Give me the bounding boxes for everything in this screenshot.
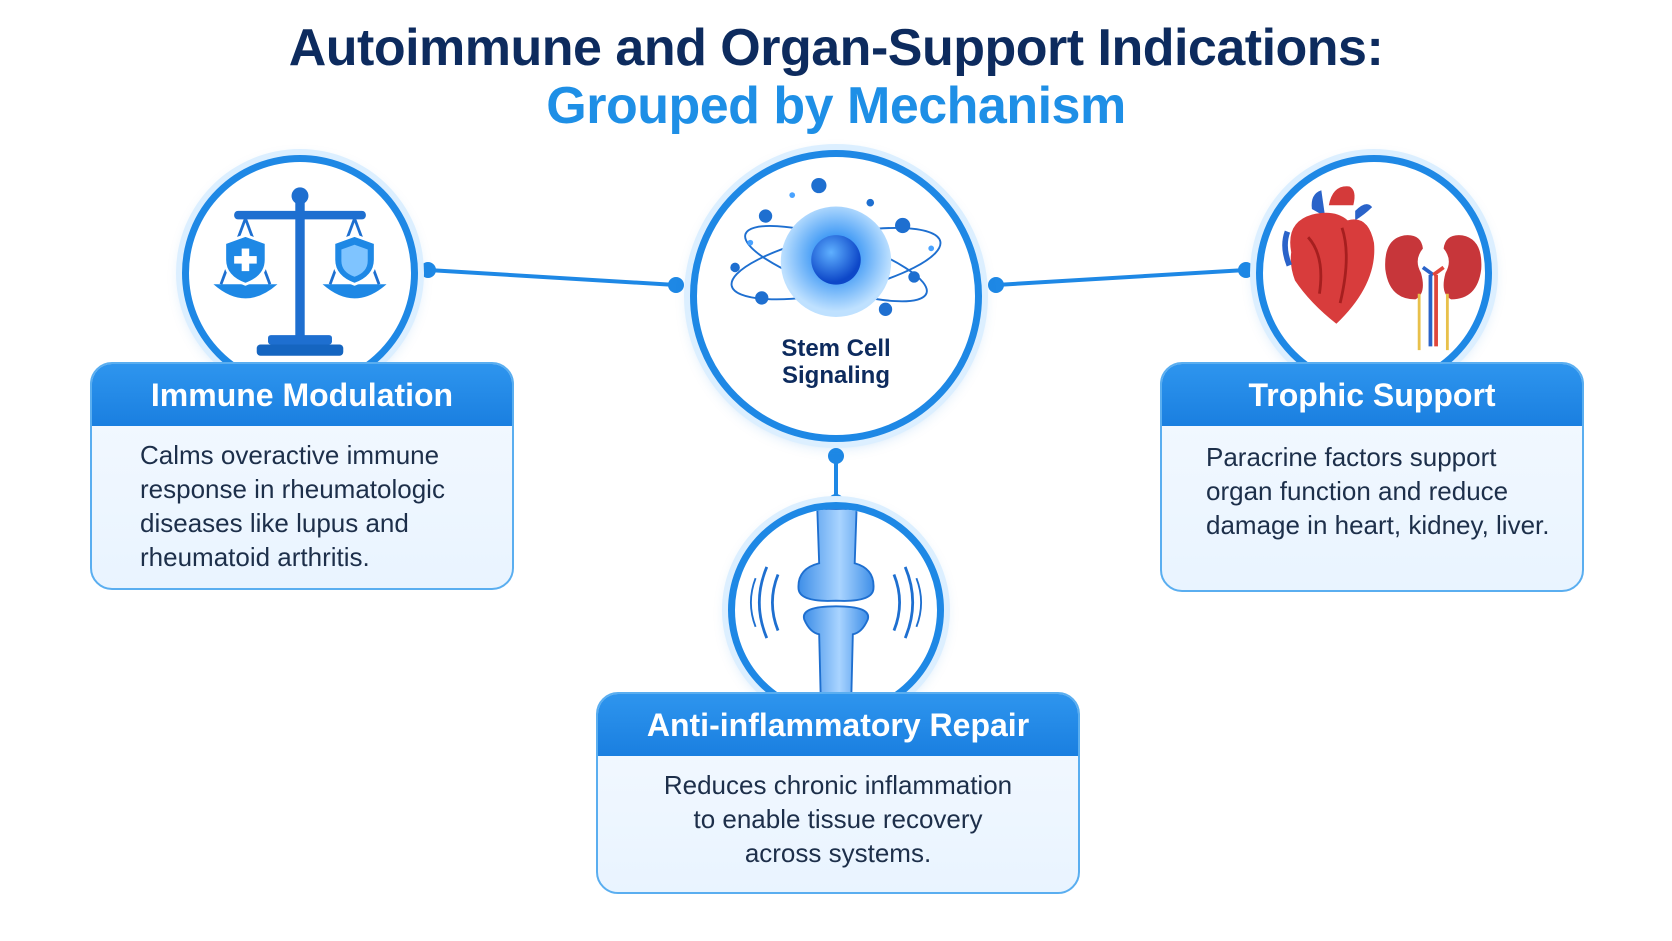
connector-dot [988, 277, 1004, 293]
trophic-support-title: Trophic Support [1162, 364, 1582, 426]
connector-dot [668, 277, 684, 293]
connector-dot [828, 448, 844, 464]
center-label-line2: Signaling [782, 362, 890, 389]
trophic-support-description: Paracrine factors support organ function… [1206, 442, 1550, 540]
immune-modulation-description: Calms overactive immune response in rheu… [140, 440, 445, 572]
anti-inflammatory-title: Anti-inflammatory Repair [598, 694, 1078, 756]
stem-cell-icon [730, 177, 942, 317]
anti-inflammatory-description: Reduces chronic inflammation to enable t… [663, 770, 1013, 868]
center-label: Stem Cell Signaling [697, 335, 975, 389]
anti-inflammatory-card: Anti-inflammatory Repair Reduces chronic… [596, 692, 1080, 894]
connector-dot [420, 262, 436, 278]
connector-right [995, 268, 1247, 287]
immune-modulation-title: Immune Modulation [92, 364, 512, 426]
center-label-line1: Stem Cell [781, 335, 891, 362]
immune-modulation-card: Immune Modulation Calms overactive immun… [90, 362, 514, 590]
trophic-support-circle [1256, 155, 1492, 391]
page-title: Autoimmune and Organ-Support Indications… [288, 19, 1384, 77]
heart-kidney-icon [1282, 186, 1482, 351]
anti-inflammatory-circle [728, 502, 944, 718]
trophic-support-card: Trophic Support Paracrine factors suppor… [1160, 362, 1584, 592]
stem-cell-circle: Stem Cell Signaling [690, 150, 982, 442]
page-subtitle: Grouped by Mechanism [546, 77, 1126, 135]
knee-joint-icon [749, 509, 923, 711]
connector-left [427, 268, 677, 287]
balance-scale-shield-icon [213, 187, 387, 356]
immune-modulation-circle [182, 155, 418, 391]
connector-dot [1238, 262, 1254, 278]
